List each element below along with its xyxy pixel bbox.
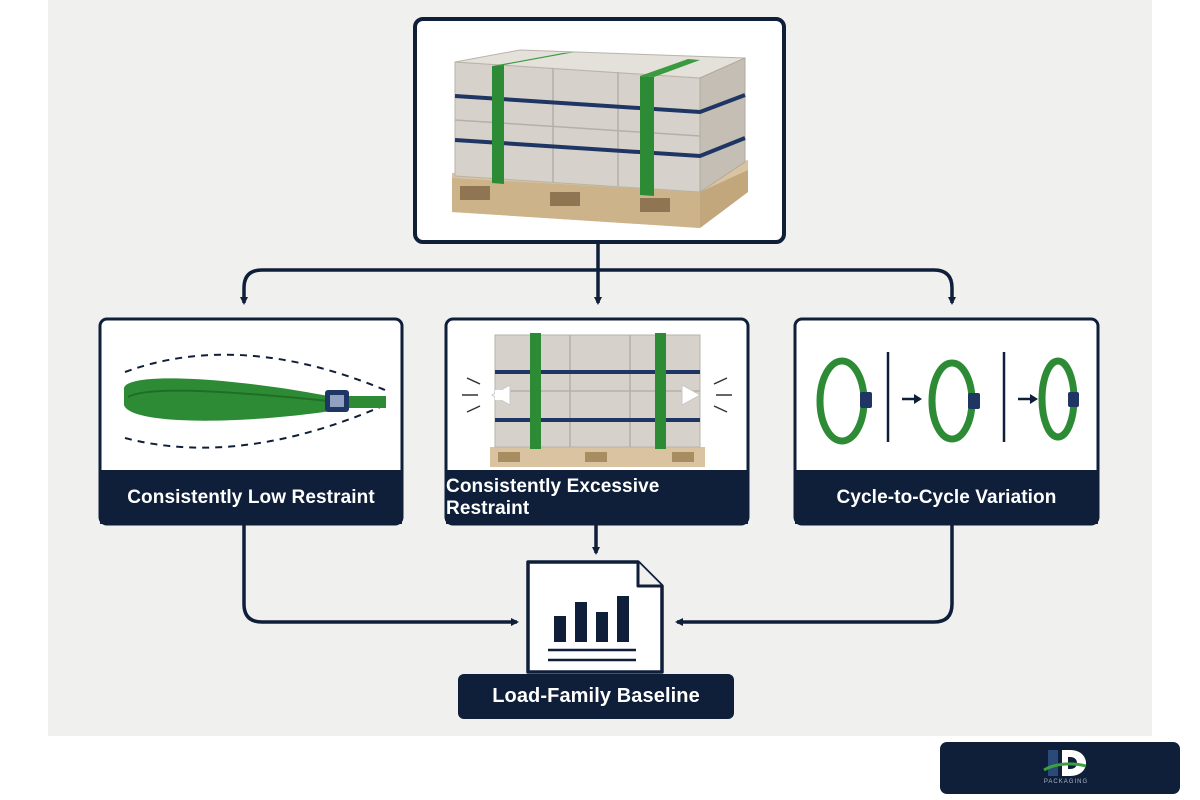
loose-strap-icon [123,353,386,449]
label-excessive-restraint: Consistently Excessive Restraint [446,476,660,519]
company-logo-icon [1043,750,1087,776]
node-cycle-variation [793,317,1100,526]
connector-top-split [240,242,956,305]
compressed-pallet-icon [462,333,732,467]
bar-chart-document-icon [526,560,664,674]
label-cycle-variation: Cycle-to-Cycle Variation [836,487,1057,508]
connector-to-baseline [242,525,954,626]
node-low-restraint [98,317,404,526]
strapped-pallet-icon [452,49,748,228]
company-logo-badge: PACKAGING [940,742,1180,794]
node-excessive-restraint [444,317,750,526]
strap-loops-sequence-icon [816,352,1079,445]
label-low-restraint: Consistently Low Restraint [127,487,375,508]
logo-text: PACKAGING [1043,779,1089,785]
node-top-pallet [413,17,786,244]
node-baseline [458,560,734,719]
label-baseline: Load-Family Baseline [492,685,700,707]
